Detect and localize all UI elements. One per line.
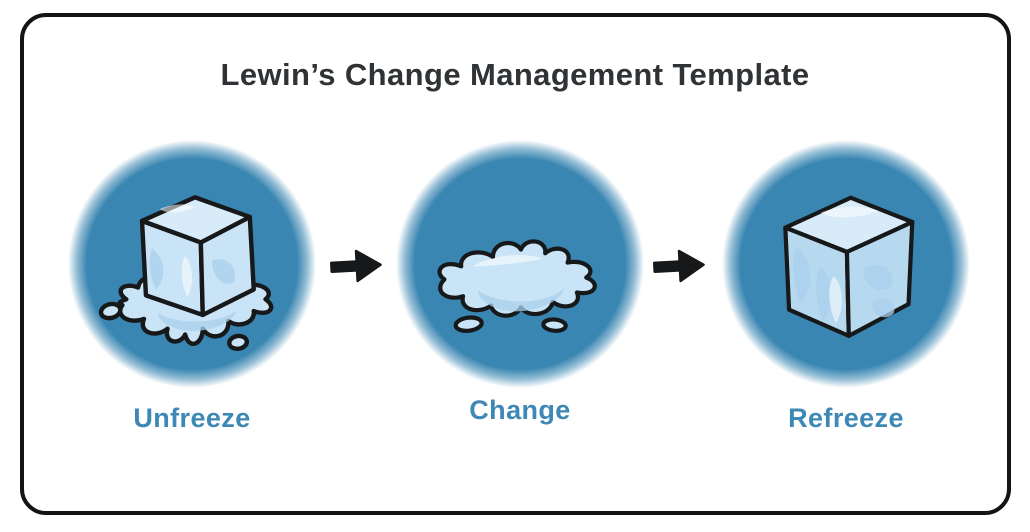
stage-circle [68, 140, 316, 388]
diagram-title: Lewin’s Change Management Template [220, 57, 810, 92]
stage-label-unfreeze: Unfreeze [133, 403, 251, 433]
water-puddle-icon [437, 239, 597, 333]
stage-label-refreeze: Refreeze [788, 403, 904, 433]
stage-label-change: Change [469, 395, 571, 425]
diagram-border-frame [20, 13, 1011, 515]
melting-ice-cube-icon [98, 195, 274, 352]
stage-change: Change [396, 140, 644, 434]
right-arrow-icon [329, 249, 382, 283]
stage-unfreeze: Unfreeze [68, 140, 316, 434]
frozen-ice-cube-icon [783, 195, 915, 338]
stage-refreeze: Refreeze [722, 140, 970, 434]
right-arrow-icon [652, 249, 705, 283]
stage-circle [396, 140, 644, 388]
stage-circle [722, 140, 970, 388]
